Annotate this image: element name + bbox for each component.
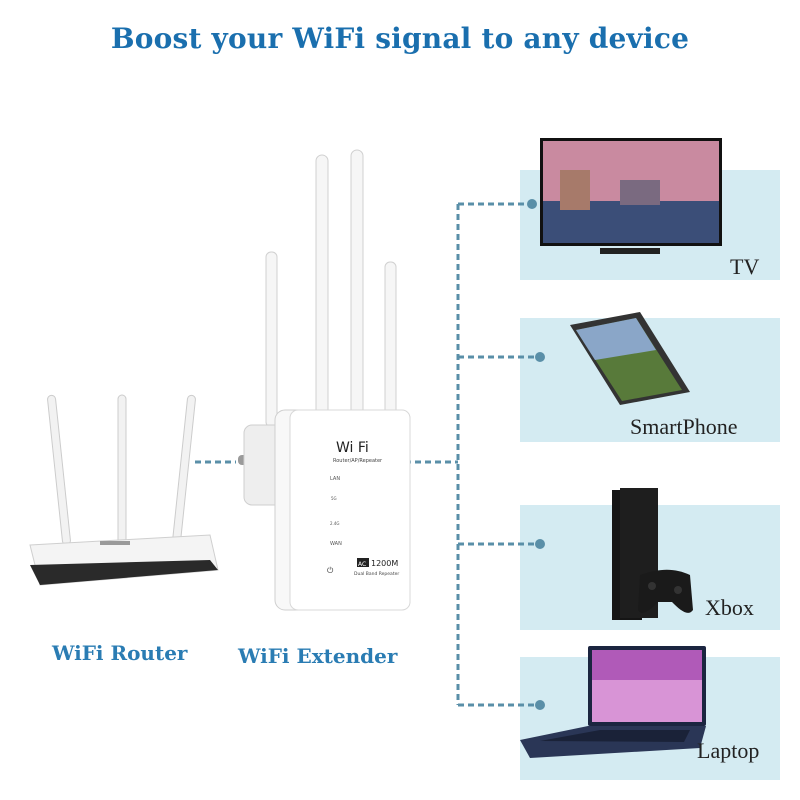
connector-dot-xbox [535, 539, 545, 549]
extender-label: WiFi Extender [237, 644, 398, 668]
smartphone-icon [570, 312, 690, 405]
power-icon: ⏻ [327, 566, 334, 575]
extender-icon [238, 149, 411, 611]
extender-dual: Dual Band Repeater [354, 571, 399, 577]
device-label-laptop: Laptop [697, 738, 759, 763]
router-icon [29, 394, 219, 586]
connector-dot-smartphone [535, 352, 545, 362]
connector-lines [195, 202, 538, 707]
extender-24g: 2.4G [330, 521, 339, 526]
extender-ac: AC [358, 561, 366, 568]
device-label-smartphone: SmartPhone [630, 414, 738, 439]
connector-dot-laptop [535, 700, 545, 710]
page-title: Boost your WiFi signal to any device [110, 22, 690, 55]
router-label: WiFi Router [51, 641, 188, 665]
extender-wan: WAN [330, 541, 342, 547]
extender-lan: LAN [330, 476, 340, 482]
laptop-icon [520, 646, 706, 758]
device-label-tv: TV [730, 254, 759, 279]
extender-sub: Router/AP/Repeater [333, 458, 383, 464]
extender-speed: 1200M [371, 559, 398, 568]
extender-5g: 5G [331, 496, 337, 501]
connector-dot-tv [527, 199, 537, 209]
device-label-xbox: Xbox [705, 595, 754, 620]
console-icon [612, 488, 693, 620]
tv-icon [540, 138, 722, 254]
extender-brand: Wi Fi [336, 440, 369, 456]
